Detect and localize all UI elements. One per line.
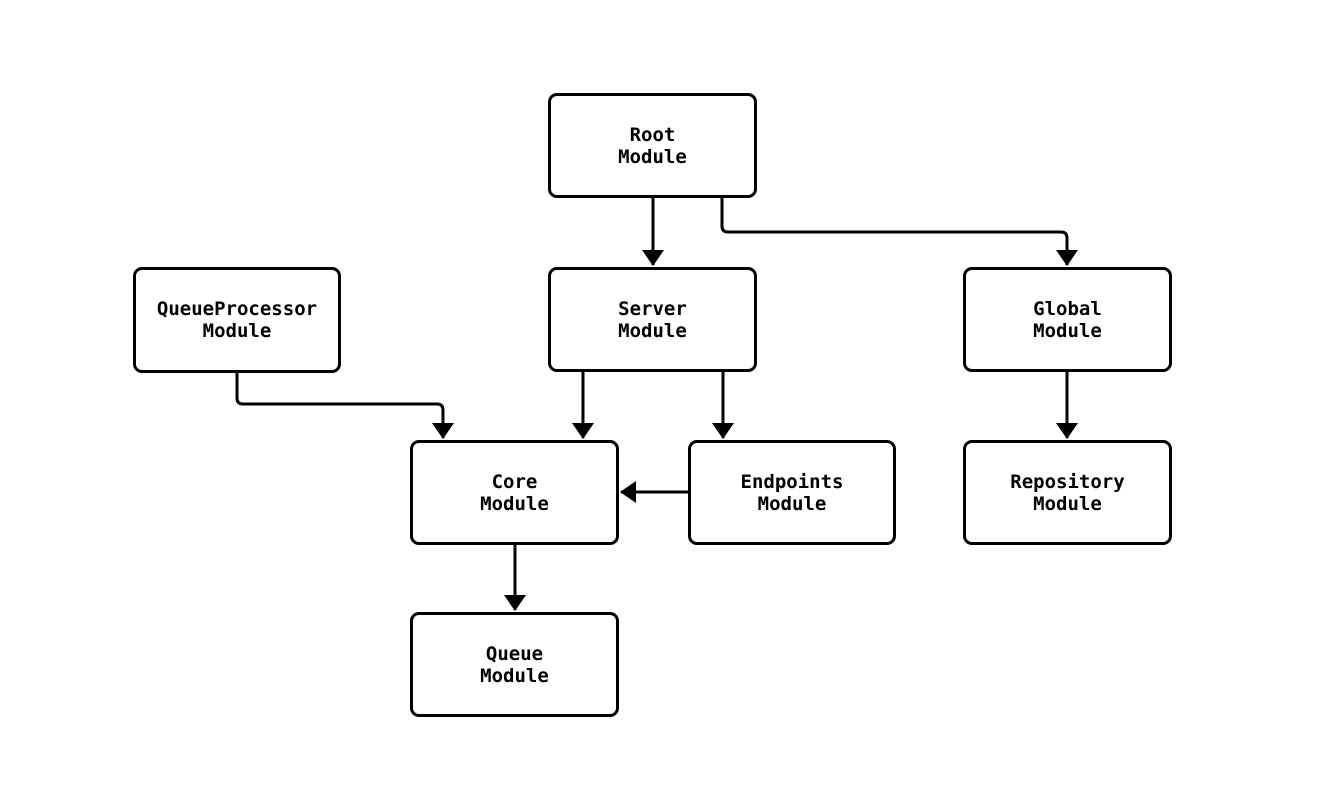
node-root-module: Root Module [548, 93, 757, 198]
node-label: Module [618, 319, 687, 342]
edge-root-to-global [720, 198, 1078, 266]
node-queueprocessor-module: QueueProcessor Module [133, 267, 341, 373]
node-repository-module: Repository Module [963, 440, 1172, 545]
node-label: Repository [1010, 470, 1125, 493]
node-endpoints-module: Endpoints Module [688, 440, 896, 545]
node-label: Core [491, 470, 538, 493]
node-label: Module [480, 492, 549, 515]
node-queue-module: Queue Module [410, 612, 619, 717]
node-label: Module [1033, 492, 1102, 515]
edge-queueprocessor-to-core [235, 373, 454, 439]
node-label: Global [1033, 297, 1102, 320]
node-server-module: Server Module [548, 267, 757, 372]
node-label: Root [629, 123, 676, 146]
node-label: Queue [485, 642, 544, 665]
node-label: QueueProcessor [156, 298, 318, 320]
node-label: Module [1033, 319, 1102, 342]
node-label: Module [202, 320, 272, 342]
node-label: Endpoints [740, 470, 844, 493]
node-global-module: Global Module [963, 267, 1172, 372]
node-label: Module [618, 145, 687, 168]
node-label: Module [480, 664, 549, 687]
node-core-module: Core Module [410, 440, 619, 545]
node-label: Server [618, 297, 687, 320]
node-label: Module [757, 492, 827, 515]
